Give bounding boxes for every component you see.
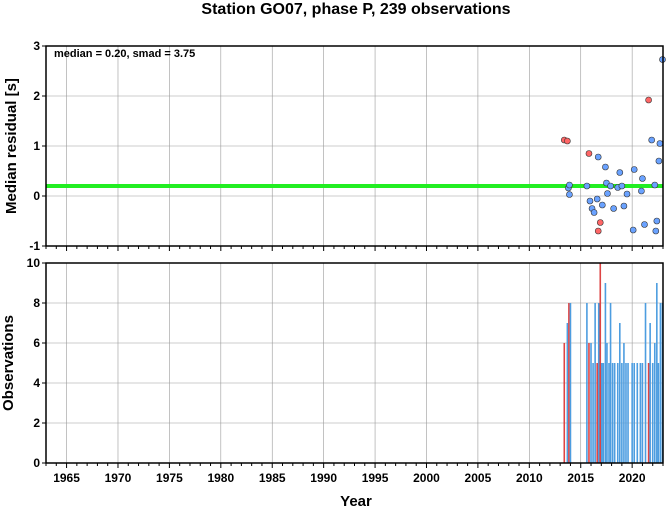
x-tick-label: 2000 <box>413 471 440 485</box>
residual-point <box>604 190 611 197</box>
x-tick-label: 1980 <box>207 471 234 485</box>
residual-point <box>586 197 594 205</box>
x-tick-label: 2005 <box>465 471 492 485</box>
residual-point <box>652 227 660 235</box>
residual-point <box>639 175 646 182</box>
observations-bars <box>563 263 664 463</box>
observations-y-tick-label: 8 <box>33 296 40 310</box>
observations-y-ticks: 0 2 4 6 8 10 <box>27 256 46 470</box>
residual-point <box>594 153 602 161</box>
x-tick-label: 1990 <box>310 471 337 485</box>
residual-point <box>596 219 604 226</box>
residual-y-tick-label: 1 <box>33 139 40 153</box>
residual-point <box>583 182 591 190</box>
residual-point <box>638 187 645 195</box>
residual-point <box>607 182 614 190</box>
x-tick-label: 2015 <box>567 471 594 485</box>
observations-y-tick-label: 4 <box>33 376 40 390</box>
residual-point <box>566 191 573 198</box>
residual-point <box>594 227 602 235</box>
residual-point <box>656 140 664 147</box>
residual-point <box>599 201 606 209</box>
residual-point <box>648 136 655 144</box>
residual-y-ticks: -1 0 1 2 3 <box>29 39 46 253</box>
residual-point <box>623 190 631 198</box>
residual-point <box>593 195 601 203</box>
x-tick-label: 2010 <box>516 471 543 485</box>
residual-y-tick-label: 3 <box>33 39 40 53</box>
residual-point <box>566 181 573 189</box>
residual-point <box>616 169 624 176</box>
residual-point <box>585 150 593 157</box>
observations-y-axis-label: Observations <box>0 315 17 411</box>
chart-title: Station GO07, phase P, 239 observations <box>201 1 510 18</box>
residual-points <box>560 56 666 235</box>
residual-point <box>620 202 628 210</box>
observations-plot-area <box>46 263 663 463</box>
observations-y-tick-label: 10 <box>27 256 41 270</box>
x-tick-label: 1975 <box>156 471 183 485</box>
observations-y-tick-label: 0 <box>33 456 40 470</box>
x-tick-label: 2020 <box>619 471 646 485</box>
median-smad-annotation: median = 0.20, smad = 3.75 <box>54 48 195 60</box>
residual-point <box>645 96 652 104</box>
residual-point <box>564 137 571 145</box>
x-tick-label: 1965 <box>53 471 80 485</box>
residual-point <box>651 181 659 189</box>
year-x-ticks: 1965 1970 1975 1980 1985 1990 1995 2000 2005 2010… <box>45 246 664 485</box>
x-tick-label: 1995 <box>362 471 389 485</box>
residual-point <box>610 205 617 212</box>
residual-point <box>653 217 661 225</box>
residual-point <box>590 209 598 216</box>
observations-plot: 0 2 4 6 8 10 1965 1970 1975 1980 1985 1990 1995 2000… <box>0 246 664 510</box>
observations-y-tick-label: 2 <box>33 416 40 430</box>
x-tick-label: 1970 <box>105 471 132 485</box>
residual-point <box>618 182 626 190</box>
x-tick-label: 1985 <box>259 471 286 485</box>
residual-y-tick-label: -1 <box>29 239 40 253</box>
residual-point <box>641 221 648 228</box>
residual-y-axis-label: Median residual [s] <box>3 78 20 214</box>
residual-y-tick-label: 0 <box>33 189 40 203</box>
x-axis-label: Year <box>340 493 372 510</box>
residual-point <box>629 226 637 234</box>
observations-y-tick-label: 6 <box>33 336 40 350</box>
residual-grid <box>46 45 663 247</box>
residual-y-tick-label: 2 <box>33 89 40 103</box>
residual-plot: -1 0 1 2 3 median = 0.20, smad = 3.75 Median… <box>3 39 666 253</box>
residual-point <box>655 157 663 165</box>
residual-point <box>630 166 638 173</box>
residual-point <box>602 163 609 171</box>
